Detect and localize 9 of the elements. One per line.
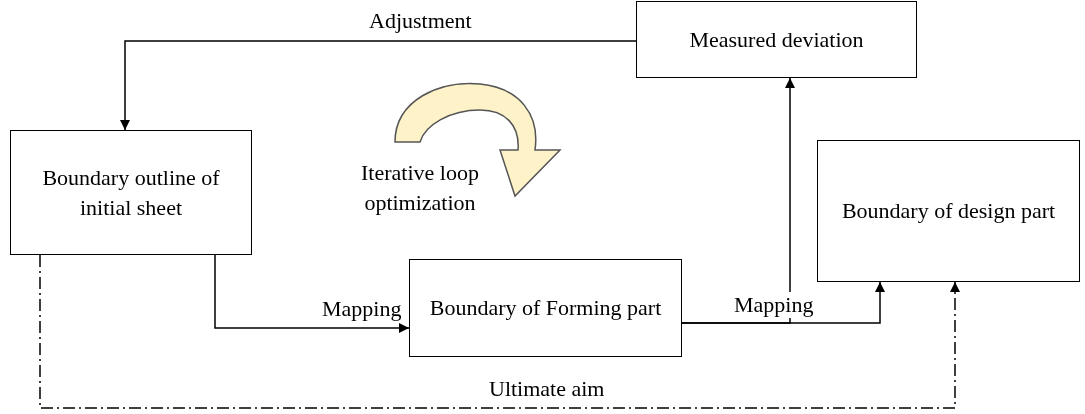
note-text: Iterative loop optimization — [360, 159, 480, 217]
process-box: Boundary of design part — [817, 140, 1080, 282]
process-box: Boundary outline of initial sheet — [10, 130, 252, 255]
arrow — [39, 254, 960, 409]
arrow — [214, 254, 410, 333]
arrow — [681, 77, 795, 324]
arrow — [120, 40, 637, 131]
process-box: Boundary of Forming part — [409, 259, 682, 357]
process-box: Measured deviation — [636, 1, 917, 78]
